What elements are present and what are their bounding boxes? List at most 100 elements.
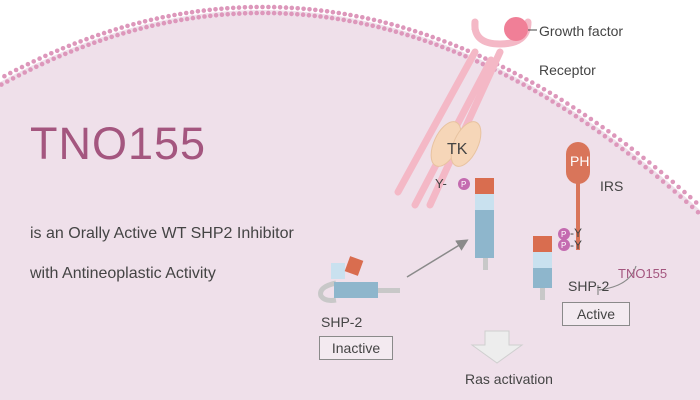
- membrane-dot: [448, 41, 453, 46]
- membrane-dot: [283, 11, 289, 16]
- membrane-dot: [451, 49, 457, 54]
- membrane-dot: [521, 82, 526, 87]
- membrane-dot: [647, 160, 652, 165]
- membrane-dot: [399, 31, 405, 36]
- membrane-dot: [22, 70, 28, 75]
- membrane-dot: [2, 73, 7, 79]
- membrane-dot: [353, 19, 358, 25]
- membrane-dot: [103, 36, 109, 42]
- membrane-dot: [283, 5, 289, 10]
- membrane-dot: [695, 209, 700, 215]
- membrane-dot: [532, 88, 538, 94]
- growth-factor-label: Growth factor: [539, 23, 624, 39]
- membrane-dot: [389, 22, 394, 27]
- shp2-active: [533, 236, 552, 300]
- membrane-dot: [547, 90, 553, 96]
- membrane-dot: [573, 113, 579, 119]
- membrane-dot: [506, 67, 512, 73]
- membrane-dot: [131, 22, 136, 27]
- membrane-dot: [500, 64, 506, 70]
- membrane-dot: [84, 36, 89, 42]
- membrane-dot: [635, 151, 640, 156]
- membrane-dot: [43, 53, 48, 59]
- cell-body: [0, 10, 700, 400]
- phospho-label: P: [461, 180, 466, 189]
- membrane-dot: [277, 11, 283, 16]
- membrane-dot: [207, 7, 212, 13]
- membrane-dot: [254, 10, 259, 16]
- membrane-dot: [341, 17, 347, 23]
- membrane-dot: [676, 184, 681, 190]
- membrane-dot: [689, 204, 695, 210]
- ras-activation-label: Ras activation: [465, 371, 553, 387]
- membrane-dot: [682, 189, 687, 195]
- membrane-dot: [78, 39, 83, 44]
- membrane-dot: [477, 53, 482, 59]
- membrane-dot: [51, 56, 56, 62]
- membrane-dot: [161, 20, 167, 26]
- membrane-dot: [693, 200, 699, 205]
- tno155-inhibition-arc: [598, 265, 637, 291]
- membrane-dot: [179, 17, 184, 23]
- membrane-dot: [600, 124, 605, 130]
- membrane-dot: [295, 12, 300, 17]
- membrane-dot: [313, 7, 318, 13]
- membrane-dot: [354, 13, 359, 19]
- membrane-dot: [260, 10, 265, 16]
- shp2-inactive: [318, 256, 400, 303]
- membrane-dot: [518, 73, 523, 79]
- membrane-dot: [295, 6, 301, 11]
- membrane-dot: [330, 9, 336, 15]
- membrane-dot: [39, 61, 45, 67]
- membrane-dot: [474, 59, 480, 64]
- membrane-dot: [405, 32, 410, 38]
- active-state-box: Active: [562, 302, 630, 326]
- membrane-dot: [167, 19, 172, 25]
- membrane-dot: [301, 6, 306, 12]
- membrane-dot: [86, 42, 91, 48]
- membrane-dot: [148, 17, 154, 23]
- membrane-dot: [588, 116, 594, 122]
- membrane-dot: [364, 22, 370, 27]
- membrane-dot: [121, 31, 126, 36]
- membrane-dot: [509, 76, 515, 81]
- membrane-dot: [556, 102, 561, 108]
- membrane-dot: [411, 34, 416, 40]
- membrane-dot: [620, 146, 625, 152]
- membrane-dot: [312, 13, 318, 19]
- membrane-dot: [559, 97, 564, 103]
- membrane-dot: [80, 44, 85, 50]
- membrane-dot: [672, 189, 677, 194]
- membrane-dot: [68, 49, 74, 54]
- membrane-dot: [596, 129, 602, 135]
- membrane-dot: [625, 151, 631, 156]
- shp2-active-label: SHP-2: [568, 278, 610, 294]
- membrane-dot: [45, 59, 51, 64]
- membrane-dot: [544, 95, 550, 101]
- membrane-dot: [524, 77, 529, 82]
- membrane-dot: [25, 61, 31, 67]
- membrane-dot: [13, 67, 19, 73]
- membrane-dot: [422, 38, 428, 43]
- membrane-dot: [579, 117, 584, 123]
- membrane-dot: [576, 108, 582, 114]
- irs-phospho-1: P -Y: [558, 238, 582, 252]
- membrane-dot: [306, 13, 312, 18]
- membrane-dot: [670, 179, 676, 185]
- membrane-dot: [376, 24, 381, 30]
- membrane-dot: [567, 110, 573, 115]
- membrane-dot: [60, 46, 66, 51]
- membrane-dot: [213, 7, 218, 12]
- membrane-dot: [416, 36, 422, 42]
- page-title: TNO155: [30, 118, 207, 169]
- membrane-dot: [173, 18, 178, 24]
- membrane-dot: [242, 11, 248, 16]
- membrane-dot: [336, 10, 342, 16]
- membrane-dot: [498, 70, 503, 75]
- membrane-dot: [225, 12, 230, 17]
- membrane-dot: [5, 79, 10, 84]
- membrane-dot: [107, 28, 113, 34]
- membrane-dot: [63, 51, 68, 57]
- membrane-dot: [219, 6, 224, 12]
- membrane-dot: [66, 43, 72, 49]
